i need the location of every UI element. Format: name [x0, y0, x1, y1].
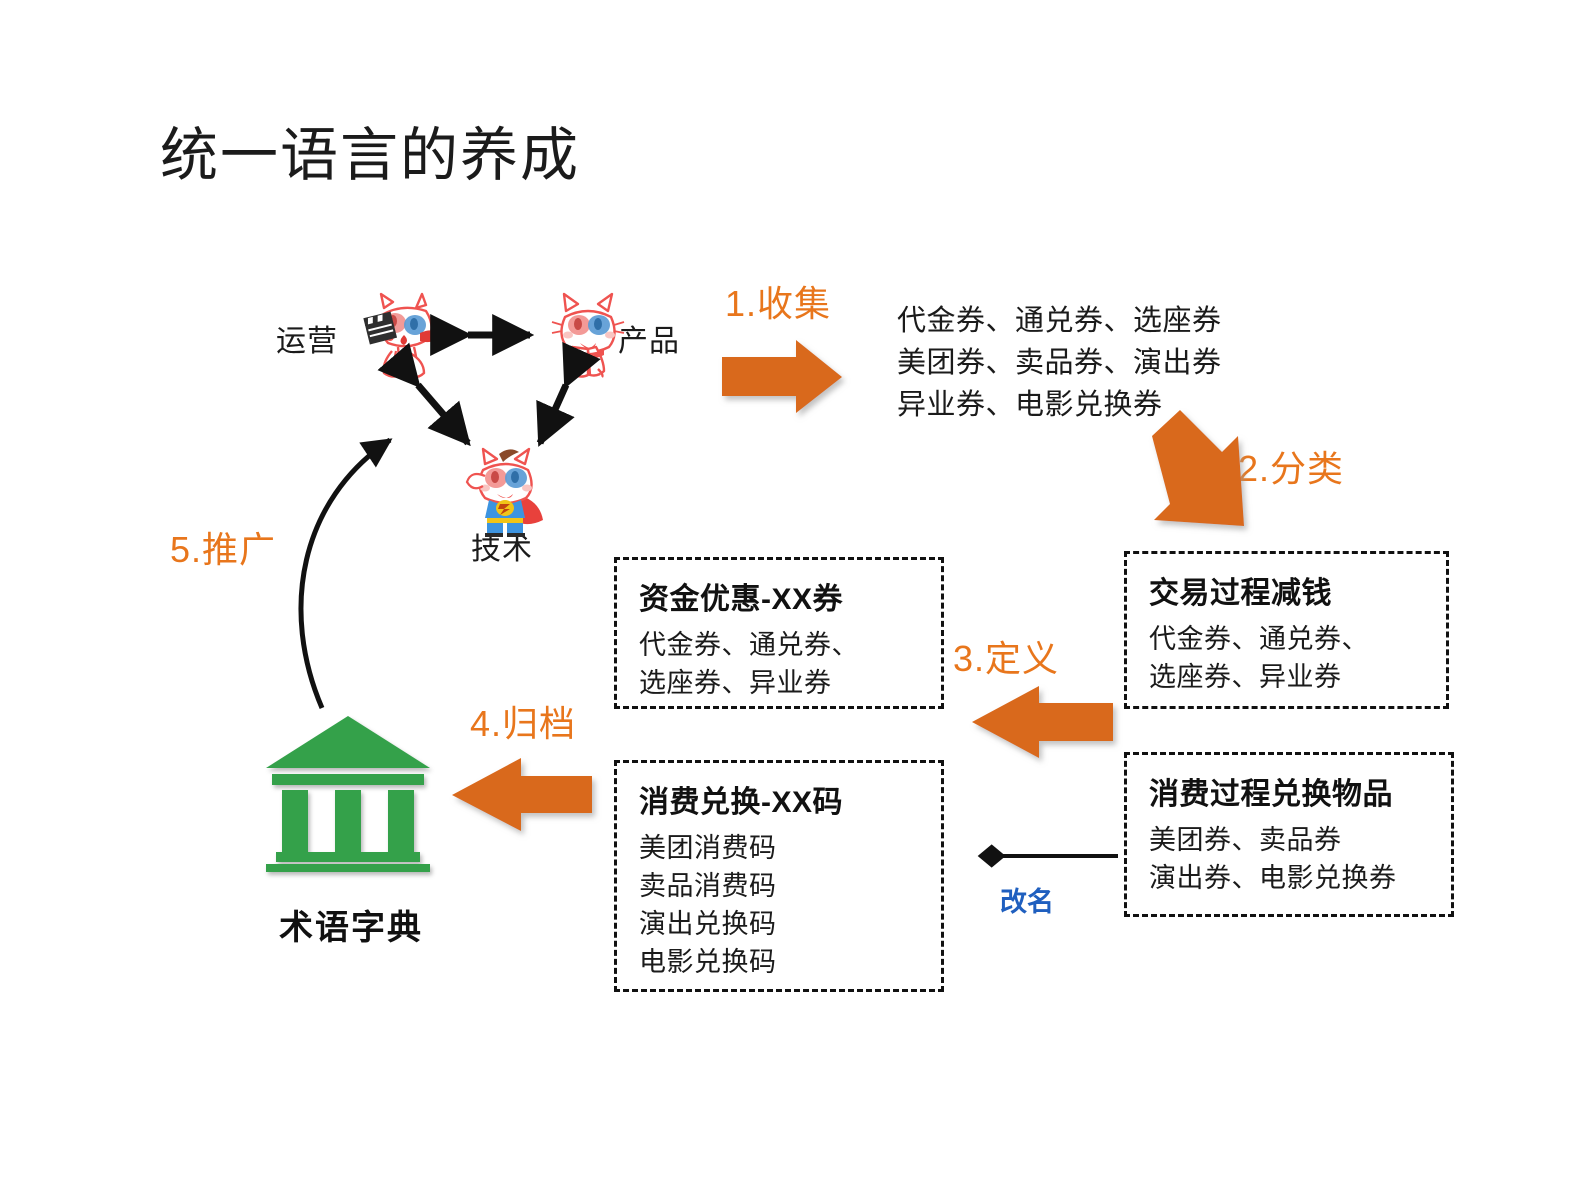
collect-output-line: 美团券、卖品券、演出券: [897, 347, 1222, 379]
box-title: 资金优惠-XX券: [639, 583, 844, 616]
rename-link-label: 改名: [1000, 887, 1054, 917]
mascot-operations-cat-icon: [352, 281, 452, 381]
mascot-product-cat-icon: [538, 281, 638, 381]
box-line: 美团消费码: [639, 833, 777, 863]
step-label-classify: 2.分类: [1238, 448, 1345, 489]
box-line: 选座券、异业券: [639, 668, 832, 698]
box-line: 电影兑换码: [639, 947, 777, 977]
box-line: 美团券、卖品券: [1149, 825, 1342, 855]
terminology-dictionary-icon: [262, 712, 434, 872]
arrow-step-define: [972, 686, 1113, 758]
mascot-technology-cat-icon: [455, 438, 555, 538]
step-label-archive: 4.归档: [470, 703, 577, 744]
arrow-step-collect: [722, 340, 842, 413]
step-label-promote: 5.推广: [170, 529, 277, 570]
step-label-define: 3.定义: [953, 638, 1060, 679]
role-label-product: 产品: [618, 325, 680, 358]
collect-output-line: 异业券、电影兑换券: [897, 389, 1163, 421]
role-label-operations: 运营: [276, 325, 338, 358]
page-title: 统一语言的养成: [160, 123, 581, 188]
box-title: 消费兑换-XX码: [639, 786, 844, 819]
arrow-step-promote: [298, 437, 393, 709]
box-title: 消费过程兑换物品: [1149, 778, 1393, 811]
box-line: 代金券、通兑券、: [1149, 624, 1369, 654]
box-line: 选座券、异业券: [1149, 662, 1342, 692]
box-line: 代金券、通兑券、: [639, 630, 859, 660]
box-transaction-discount: 交易过程减钱 代金券、通兑券、 选座券、异业券: [1124, 551, 1449, 709]
box-consumption-redeem: 消费过程兑换物品 美团券、卖品券 演出券、电影兑换券: [1124, 752, 1454, 917]
box-title: 交易过程减钱: [1149, 577, 1332, 610]
arrow-operations-technology: [377, 342, 471, 447]
box-line: 演出券、电影兑换券: [1149, 863, 1397, 893]
collect-output-line: 代金券、通兑券、选座券: [897, 305, 1222, 337]
collect-output-list: 代金券、通兑券、选座券 美团券、卖品券、演出券 异业券、电影兑换券: [897, 300, 1222, 426]
terminology-dictionary-label: 术语字典: [279, 909, 423, 947]
role-label-technology: 技术: [471, 533, 533, 566]
box-line: 演出兑换码: [639, 909, 777, 939]
box-line: 卖品消费码: [639, 871, 777, 901]
step-label-collect: 1.收集: [725, 283, 832, 324]
box-redeem-defined: 消费兑换-XX码 美团消费码 卖品消费码 演出兑换码 电影兑换码: [614, 760, 944, 992]
arrow-step-archive: [452, 758, 592, 831]
arrow-step-classify: [1152, 410, 1244, 526]
box-discount-defined: 资金优惠-XX券 代金券、通兑券、 选座券、异业券: [614, 557, 944, 709]
arrow-product-technology: [536, 341, 601, 447]
